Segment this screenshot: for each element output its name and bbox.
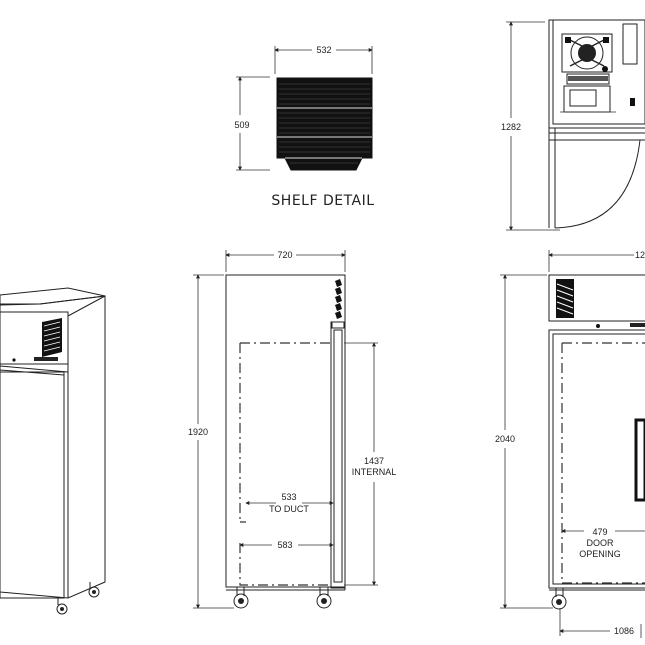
shelf-detail-view: 532 509 SHELF DE bbox=[234, 45, 374, 209]
internal-cavity-outline bbox=[239, 342, 334, 586]
duct-label: TO DUCT bbox=[269, 504, 309, 514]
front-width-label: 720 bbox=[277, 250, 292, 260]
shelf-wire-grid bbox=[276, 77, 373, 171]
side-width-label: 12 bbox=[635, 250, 645, 260]
front-door-edge bbox=[330, 321, 346, 589]
top-depth-label: 1282 bbox=[501, 122, 521, 132]
door-opening-label-2: OPENING bbox=[579, 549, 621, 559]
top-plan-view: 1282 bbox=[501, 19, 645, 231]
door-opening-outline bbox=[561, 342, 645, 584]
top-vent bbox=[622, 23, 638, 65]
compressor-unit bbox=[560, 33, 616, 113]
door-swing-arc bbox=[554, 139, 641, 229]
perspective-door bbox=[0, 371, 65, 599]
door-opening-value: 479 bbox=[592, 527, 607, 537]
door-opening-label-1: DOOR bbox=[587, 538, 615, 548]
front-vent bbox=[335, 279, 342, 319]
internal-label: INTERNAL bbox=[352, 467, 397, 477]
shelf-detail-title: SHELF DETAIL bbox=[271, 193, 374, 209]
front-caster-right bbox=[316, 587, 332, 609]
internal-height-label: 1437 bbox=[364, 456, 384, 466]
perspective-caster-front bbox=[56, 603, 68, 615]
perspective-top-housing bbox=[0, 311, 69, 365]
door-handle bbox=[634, 418, 645, 502]
door-elevation-view: 12 2040 479 DOOR OPENING bbox=[495, 250, 645, 638]
duct-width-label: 533 bbox=[281, 492, 296, 502]
front-height-label: 1920 bbox=[188, 427, 208, 437]
side-caster bbox=[551, 588, 567, 610]
front-caster-left bbox=[233, 587, 249, 609]
perspective-view bbox=[0, 287, 106, 615]
perspective-caster-rear bbox=[88, 586, 100, 598]
side-door-outline bbox=[548, 329, 645, 589]
side-height-label: 2040 bbox=[495, 434, 515, 444]
shelf-width-label: 532 bbox=[316, 45, 331, 55]
base-depth-label: 1086 bbox=[614, 626, 634, 636]
front-section-view: 720 1920 1437 INTERNAL 5 bbox=[188, 250, 397, 609]
shelf-depth-label: 509 bbox=[234, 120, 249, 130]
internal-width-label: 583 bbox=[277, 540, 292, 550]
